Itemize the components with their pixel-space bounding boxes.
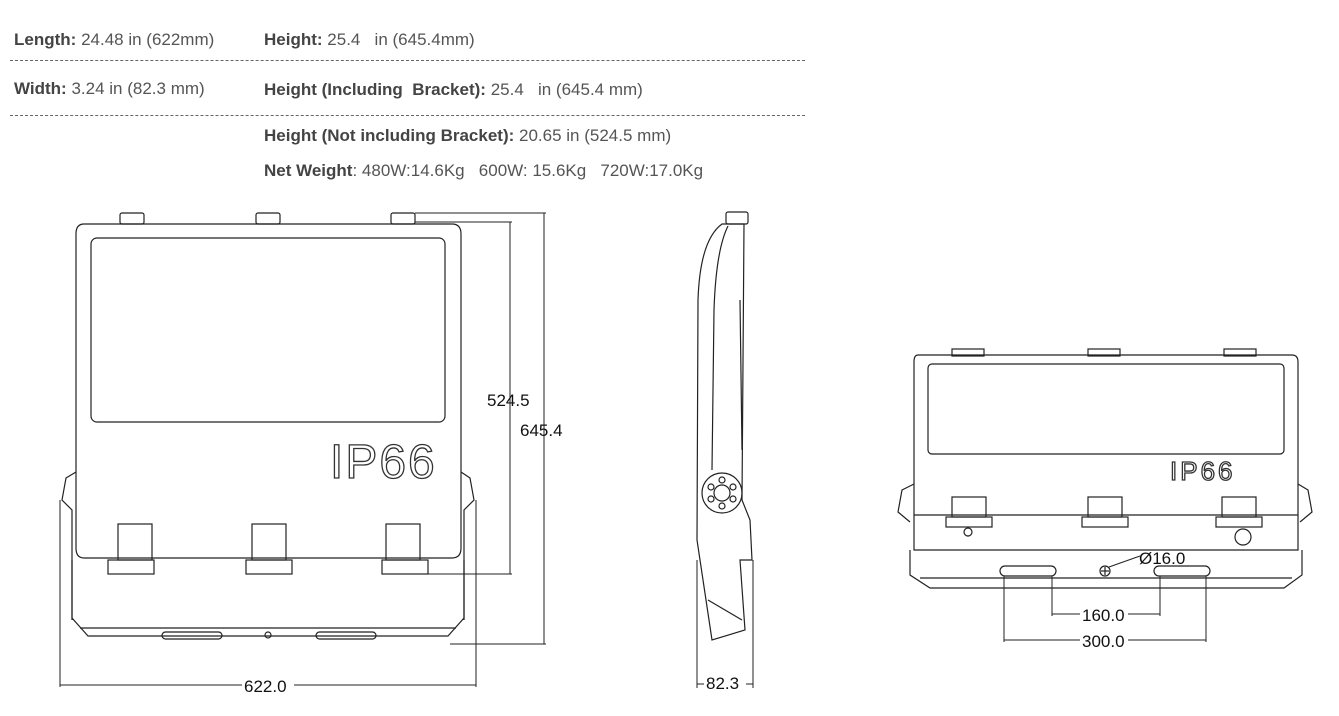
bottom-slot-right <box>1153 565 1211 577</box>
side-housing <box>696 223 753 641</box>
spec-length-label: Length: <box>14 30 77 49</box>
divider-1 <box>10 60 805 61</box>
front-housing <box>75 223 462 559</box>
spec-height-incl-label: Height (Including Bracket): <box>264 80 486 99</box>
front-slot-left <box>161 631 223 640</box>
spec-height-not-incl-label: Height (Not including Bracket): <box>264 126 515 145</box>
front-knob-right <box>390 212 416 225</box>
spec-height-incl: Height (Including Bracket): 25.4 in (645… <box>264 80 643 100</box>
divider-2 <box>10 115 805 116</box>
bottom-dim-300: 300.0 <box>1082 632 1125 651</box>
spec-length: Length: 24.48 in (622mm) <box>14 30 214 50</box>
bottom-slot-left <box>999 565 1057 577</box>
side-knob <box>725 211 749 225</box>
bottom-ip66-badge: IP66 <box>1170 456 1236 486</box>
spec-height-incl-value: 25.4 in (645.4 mm) <box>490 80 643 99</box>
bottom-dim-160: 160.0 <box>1082 606 1125 625</box>
spec-height-value: 25.4 in (645.4mm) <box>327 30 475 49</box>
front-latch-3 <box>385 523 421 561</box>
front-bracket-right <box>460 471 475 620</box>
front-dimensions <box>59 212 546 687</box>
side-pivot <box>701 472 743 514</box>
bottom-lens <box>927 363 1285 455</box>
side-dim-82: 82.3 <box>706 674 739 693</box>
bottom-gland <box>1234 528 1252 546</box>
spec-length-value: 24.48 in (622mm) <box>81 30 215 49</box>
bottom-bracket-right <box>1297 483 1313 523</box>
spec-net-weight-label: Net Weight <box>264 161 353 180</box>
spec-width-label: Width: <box>14 79 67 98</box>
spec-height: Height: 25.4 in (645.4mm) <box>264 30 475 50</box>
front-bracket-left <box>61 471 77 620</box>
bottom-housing <box>913 354 1299 551</box>
front-base <box>71 560 465 637</box>
spec-net-weight-value: : 480W:14.6Kg 600W: 15.6Kg 720W:17.0Kg <box>352 161 704 180</box>
bottom-base <box>909 550 1303 589</box>
spec-width-value: 3.24 in (82.3 mm) <box>71 79 205 98</box>
bottom-dim-hole: Ø16.0 <box>1139 549 1185 568</box>
spec-height-not-incl-value: 20.65 in (524.5 mm) <box>519 126 672 145</box>
front-dim-622: 622.0 <box>244 677 287 696</box>
front-ip66-badge: IP66 <box>330 436 437 489</box>
bottom-view <box>897 348 1313 589</box>
front-knob-left <box>119 212 145 225</box>
front-latch-1 <box>117 523 153 561</box>
front-view <box>61 212 475 640</box>
bottom-bracket-left <box>897 483 915 523</box>
spec-height-not-incl: Height (Not including Bracket): 20.65 in… <box>264 126 671 146</box>
front-lens <box>90 237 446 423</box>
front-hole <box>264 631 272 639</box>
side-view <box>696 211 753 641</box>
front-latch-2 <box>251 523 287 561</box>
spec-width: Width: 3.24 in (82.3 mm) <box>14 79 205 99</box>
front-dim-524: 524.5 <box>487 391 530 410</box>
front-dim-645: 645.4 <box>520 421 563 440</box>
front-knob-mid <box>255 212 281 225</box>
spec-height-label: Height: <box>264 30 323 49</box>
front-slot-right <box>315 631 377 640</box>
bottom-hole <box>1099 565 1111 577</box>
spec-net-weight: Net Weight: 480W:14.6Kg 600W: 15.6Kg 720… <box>264 161 703 181</box>
